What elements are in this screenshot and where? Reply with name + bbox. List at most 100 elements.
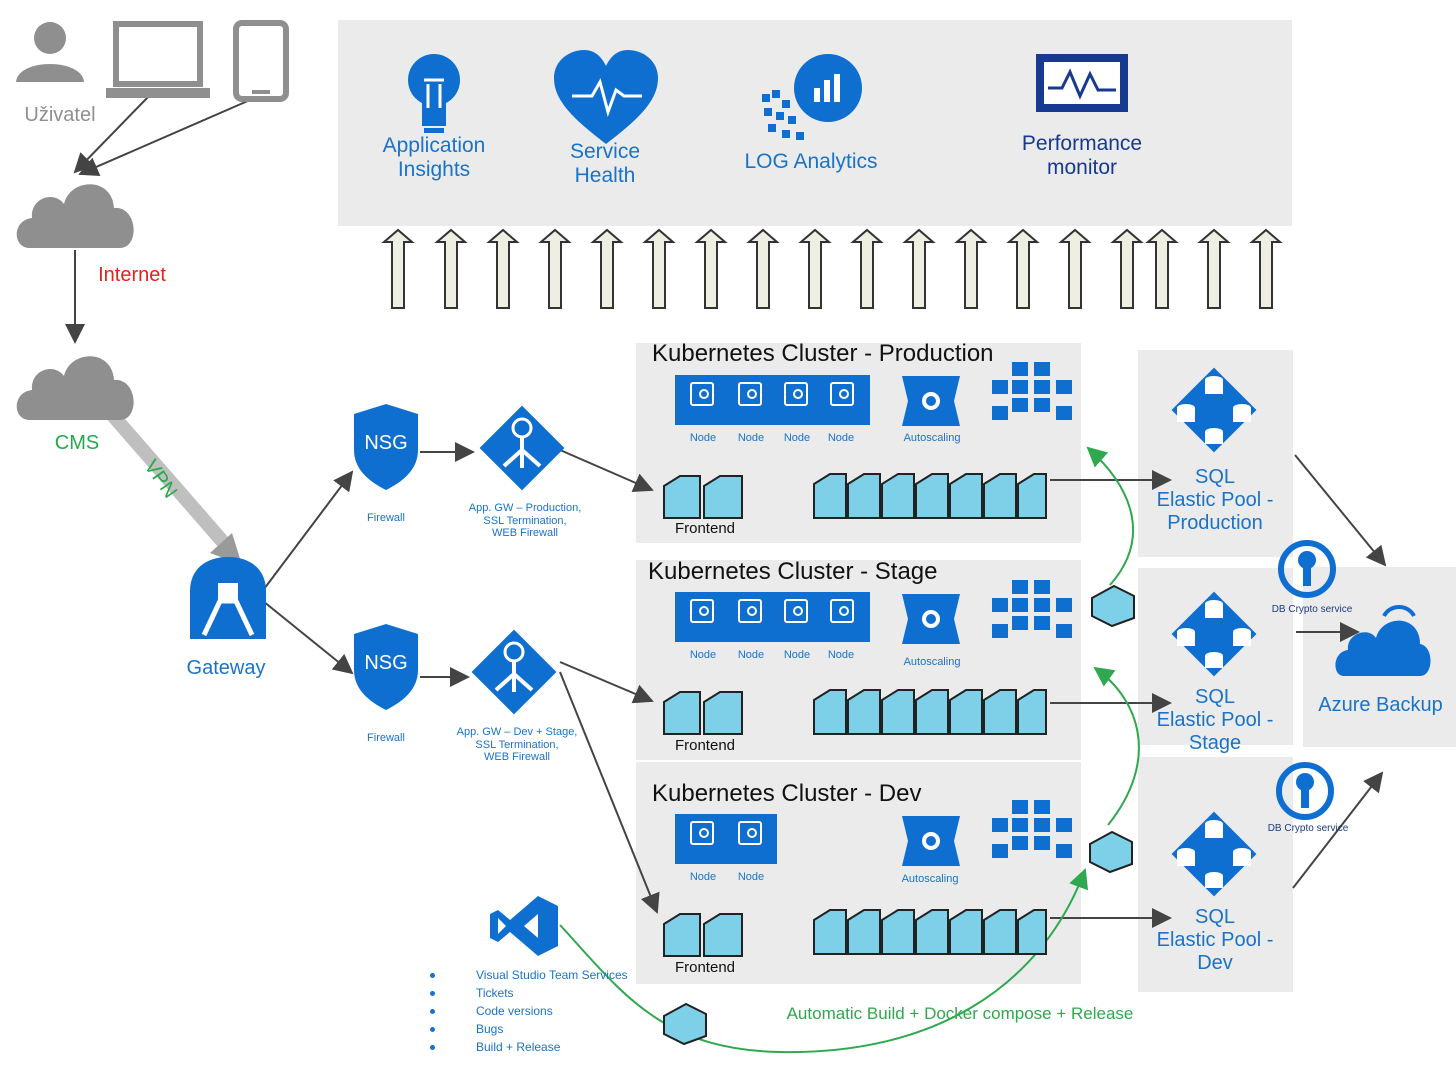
performance-monitor-icon bbox=[1036, 54, 1128, 112]
appgw-dev-line3: WEB Firewall bbox=[483, 751, 550, 764]
user-label: Uživatel bbox=[24, 104, 96, 126]
node-label: Node bbox=[737, 871, 765, 883]
crypto-stage-label: DB Crypto service bbox=[1271, 604, 1353, 615]
user-icon bbox=[16, 22, 84, 82]
appgw-dev-line2: SSL Termination, bbox=[475, 738, 559, 751]
container-registry-icon bbox=[992, 580, 1072, 638]
sql-dev-line2: Elastic Pool - bbox=[1156, 929, 1274, 951]
vm-icon bbox=[690, 599, 714, 623]
container-image-icon bbox=[663, 1002, 707, 1046]
sql-production-line3: Production bbox=[1167, 512, 1263, 534]
sql-production-label: SQL Elastic Pool - Production bbox=[1140, 466, 1290, 535]
cms-label: CMS bbox=[54, 432, 100, 454]
service-health-line2: Health bbox=[574, 164, 636, 188]
appgw-production-line3: WEB Firewall bbox=[491, 527, 558, 540]
heart-icon bbox=[554, 50, 658, 144]
app-gateway-icon bbox=[479, 405, 565, 491]
list-item: Code versions bbox=[430, 1004, 630, 1022]
monitoring-panel bbox=[338, 20, 1292, 226]
telemetry-arrows bbox=[381, 228, 1283, 309]
frontend-label: Frontend bbox=[674, 737, 736, 754]
sql-stage-line3: Stage bbox=[1188, 732, 1242, 754]
appgw-dev-line1: App. GW – Dev + Stage, bbox=[456, 726, 578, 738]
nsg-dev-label: NSG bbox=[364, 652, 408, 674]
autoscaling-icon bbox=[902, 816, 960, 866]
autoscaling-icon bbox=[902, 594, 960, 644]
appgw-dev-label: App. GW – Dev + Stage, SSL Termination, … bbox=[424, 726, 610, 764]
performance-monitor-line1: Performance bbox=[1021, 132, 1143, 155]
performance-monitor-label: Performance monitor bbox=[1002, 132, 1162, 180]
key-icon bbox=[1278, 540, 1336, 598]
backend-containers-icon bbox=[813, 689, 1047, 735]
internet-cloud-icon bbox=[16, 184, 134, 248]
autoscaling-label: Autoscaling bbox=[901, 873, 959, 885]
app-insights-line2: Insights bbox=[397, 158, 471, 182]
app-insights-label: Application Insights bbox=[364, 134, 504, 182]
backend-containers-icon bbox=[813, 473, 1047, 519]
container-registry-icon bbox=[992, 362, 1072, 420]
frontend-containers-icon bbox=[663, 475, 743, 519]
frontend-containers-icon bbox=[663, 691, 743, 735]
azure-backup-label: Azure Backup bbox=[1318, 694, 1443, 716]
sql-stage-label: SQL Elastic Pool - Stage bbox=[1140, 686, 1290, 755]
visual-studio-icon bbox=[490, 896, 558, 956]
service-health-line1: Service bbox=[569, 140, 641, 163]
sql-dev-line3: Dev bbox=[1197, 952, 1233, 974]
key-icon bbox=[1276, 762, 1334, 820]
vm-icon bbox=[738, 599, 762, 623]
sql-elastic-pool-icon bbox=[1171, 591, 1257, 677]
firewall-production-label: Firewall bbox=[367, 512, 405, 524]
node-label: Node bbox=[737, 432, 765, 444]
azure-backup-cloud-icon bbox=[1335, 605, 1431, 676]
log-analytics-label: LOG Analytics bbox=[744, 150, 878, 173]
node-label: Node bbox=[737, 649, 765, 661]
node-label: Node bbox=[827, 649, 855, 661]
vm-icon bbox=[830, 382, 854, 406]
app-insights-line1: Application bbox=[382, 134, 486, 157]
lightbulb-icon bbox=[408, 54, 460, 133]
cluster-dev-title: Kubernetes Cluster - Dev bbox=[652, 780, 922, 807]
autoscaling-label: Autoscaling bbox=[903, 432, 961, 444]
sql-stage-line2: Elastic Pool - bbox=[1156, 709, 1274, 731]
appgw-production-line1: App. GW – Production, bbox=[468, 502, 582, 514]
frontend-label: Frontend bbox=[674, 959, 736, 976]
laptop-icon bbox=[106, 21, 210, 98]
phone-icon bbox=[233, 20, 289, 102]
cms-cloud-icon bbox=[16, 356, 134, 420]
list-item: Visual Studio Team Services bbox=[430, 968, 630, 986]
sql-production-line1: SQL bbox=[1194, 466, 1236, 488]
container-image-icon bbox=[1091, 584, 1135, 628]
frontend-containers-icon bbox=[663, 913, 743, 957]
node-label: Node bbox=[689, 871, 717, 883]
vsts-list: Visual Studio Team Services Tickets Code… bbox=[430, 968, 630, 1058]
container-registry-icon bbox=[992, 800, 1072, 858]
frontend-label: Frontend bbox=[674, 520, 736, 537]
node-label: Node bbox=[689, 432, 717, 444]
appgw-production-label: App. GW – Production, SSL Termination, W… bbox=[432, 502, 618, 540]
node-label: Node bbox=[689, 649, 717, 661]
container-image-icon bbox=[1089, 830, 1133, 874]
autoscaling-icon bbox=[902, 376, 960, 426]
vm-icon bbox=[690, 821, 714, 845]
autoscaling-label: Autoscaling bbox=[903, 656, 961, 668]
vm-icon bbox=[784, 599, 808, 623]
sql-stage-line1: SQL bbox=[1194, 686, 1236, 708]
firewall-dev-label: Firewall bbox=[367, 732, 405, 744]
vm-icon bbox=[690, 382, 714, 406]
log-analytics-icon bbox=[762, 54, 862, 140]
internet-label: Internet bbox=[98, 264, 166, 286]
gateway-icon bbox=[190, 557, 266, 639]
list-item: Bugs bbox=[430, 1022, 630, 1040]
nsg-shield-icon bbox=[354, 404, 418, 490]
vm-icon bbox=[738, 821, 762, 845]
crypto-dev-label: DB Crypto service bbox=[1267, 823, 1349, 834]
app-gateway-icon bbox=[471, 629, 557, 715]
sql-dev-label: SQL Elastic Pool - Dev bbox=[1140, 906, 1290, 975]
cluster-stage-title: Kubernetes Cluster - Stage bbox=[648, 558, 938, 585]
vm-icon bbox=[738, 382, 762, 406]
sql-elastic-pool-icon bbox=[1171, 367, 1257, 453]
node-label: Node bbox=[783, 649, 811, 661]
sql-dev-line1: SQL bbox=[1194, 906, 1236, 928]
sql-production-line2: Elastic Pool - bbox=[1156, 489, 1274, 511]
